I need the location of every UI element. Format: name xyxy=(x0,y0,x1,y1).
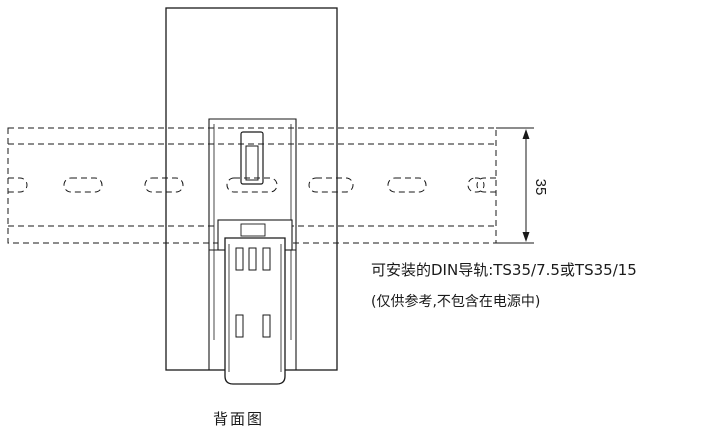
latch-slot xyxy=(262,247,271,271)
latch-slot xyxy=(262,314,271,338)
din-rail-slot xyxy=(226,177,278,193)
spring-latch xyxy=(209,219,296,385)
latch-slot xyxy=(235,314,244,338)
view-caption: 背面图 xyxy=(213,410,265,428)
mounting-bracket xyxy=(208,118,297,370)
din-rail-outer xyxy=(7,127,497,244)
latch-slot xyxy=(248,247,257,271)
din-rail-note-disclaimer: (仅供参考,不包含在电源中) xyxy=(371,294,541,310)
upper-hook-inner xyxy=(245,145,259,181)
din-rail-slot xyxy=(63,177,103,193)
dimension-value: 35 xyxy=(532,178,549,196)
din-rail-slot xyxy=(467,177,485,193)
latch-frame-tab xyxy=(240,223,266,237)
upper-hook xyxy=(240,131,264,185)
din-rail-slot xyxy=(308,177,354,193)
din-rail-end-notch xyxy=(476,177,496,193)
dimension-arrow xyxy=(522,129,530,139)
din-rail xyxy=(7,127,497,244)
dimension-arrow xyxy=(522,232,530,242)
latch-slot xyxy=(235,247,244,271)
din-rail-note: 可安装的DIN导轨:TS35/7.5或TS35/15 xyxy=(371,261,637,279)
din-rail-slot xyxy=(144,177,184,193)
din-rail-slot xyxy=(387,177,427,193)
din-rail-end-notch xyxy=(8,177,28,193)
dimension-35 xyxy=(496,127,534,244)
latch-body xyxy=(224,237,286,385)
